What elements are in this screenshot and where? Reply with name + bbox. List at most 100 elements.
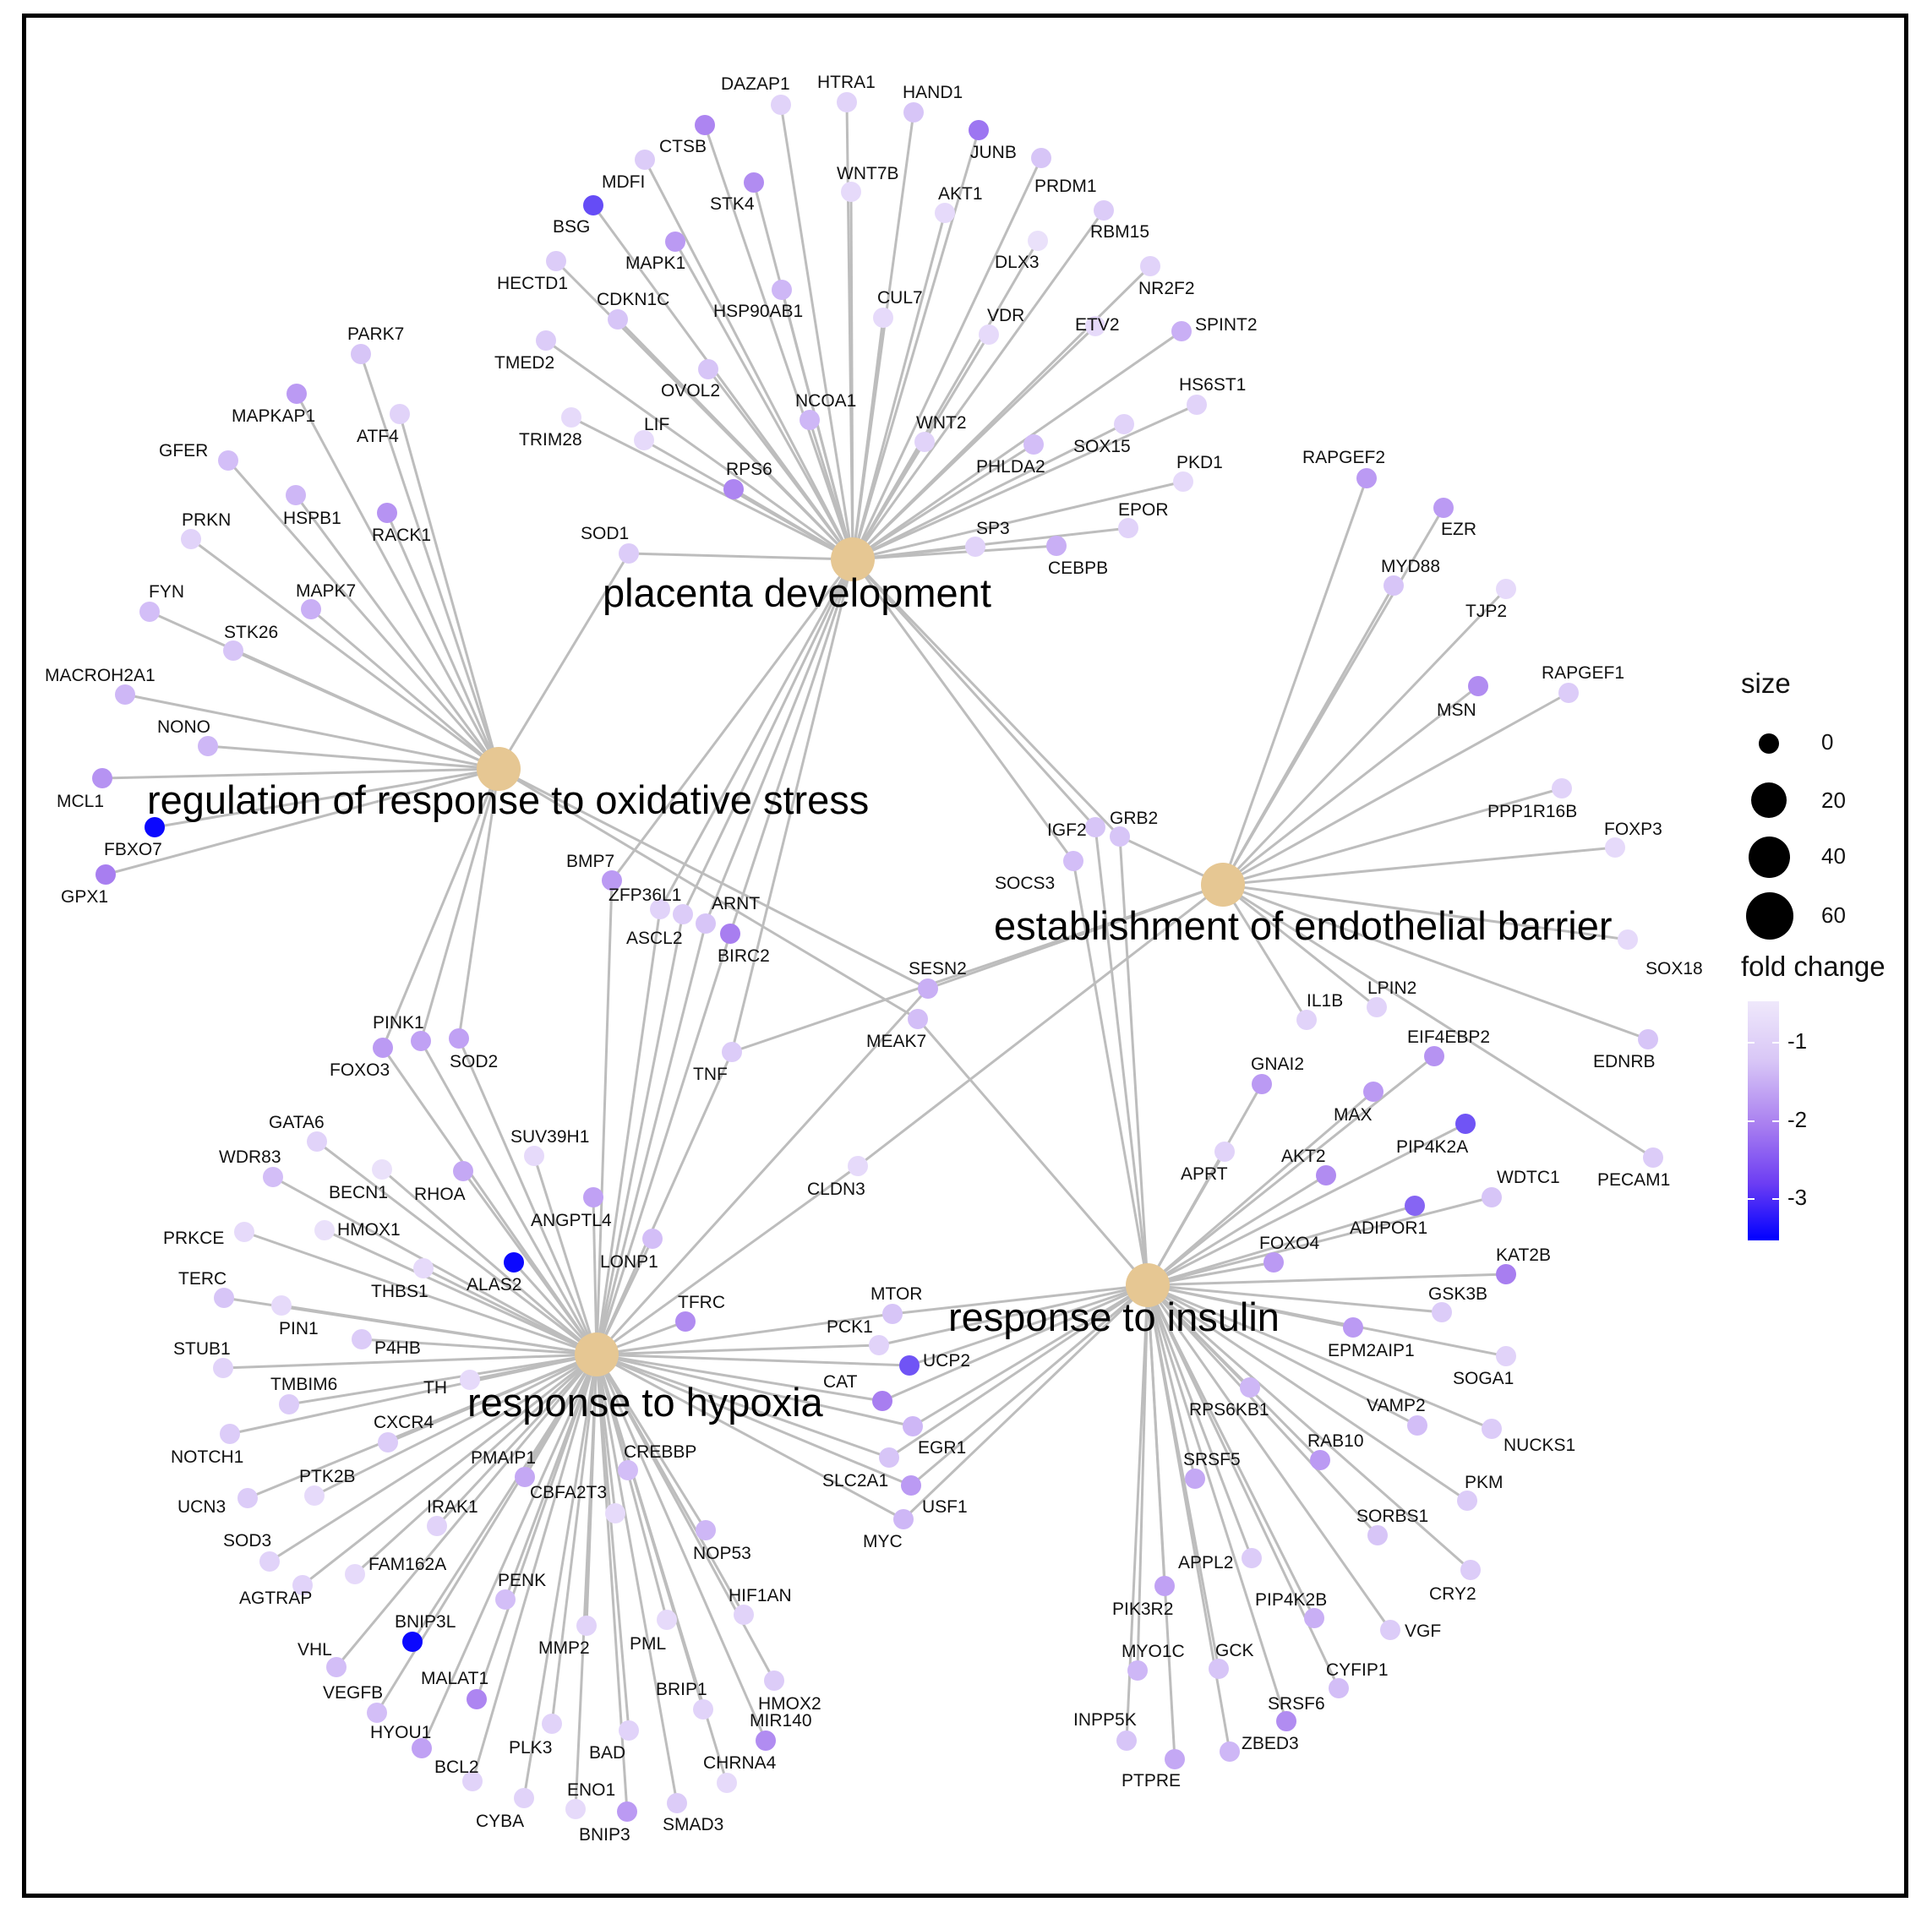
gene-node-chrna4 — [717, 1773, 737, 1793]
gene-node-grb2 — [1110, 826, 1130, 847]
gene-node-msn — [1468, 676, 1488, 696]
edge-suv39h1-rh — [532, 1155, 598, 1355]
gene-node-atf4 — [390, 404, 410, 424]
edge-cat-rh — [596, 1353, 883, 1403]
edge-fbxo7-ros — [154, 767, 499, 829]
edge-nono-ros — [207, 744, 499, 771]
gene-label-wdr83: WDR83 — [219, 1147, 281, 1167]
edge-pkd1-pd — [852, 480, 1184, 561]
edge-mapkap1-ros — [295, 393, 500, 770]
edge-foxo3-rh — [381, 1047, 598, 1355]
edge-ednrb-eeb — [1222, 883, 1649, 1041]
edge-trim28-pd — [570, 416, 854, 561]
gene-label-ppp1r16b: PPP1R16B — [1487, 802, 1577, 821]
size-legend-dot — [1759, 733, 1779, 754]
gene-label-pecam1: PECAM1 — [1597, 1170, 1670, 1190]
gene-node-park7 — [351, 344, 371, 364]
gene-label-mcl1: MCL1 — [57, 792, 104, 811]
gene-label-ascl2: ASCL2 — [626, 929, 683, 948]
gene-node-kat2b — [1496, 1264, 1516, 1284]
edge-birc2-pd — [729, 559, 854, 935]
gene-label-notch1: NOTCH1 — [171, 1447, 243, 1467]
gene-node-srsf5 — [1185, 1469, 1205, 1489]
edge-sod1-ros — [497, 553, 630, 770]
gene-node-vamp2 — [1407, 1415, 1427, 1436]
edge-wdtc1-ri — [1147, 1196, 1493, 1287]
edge-etv2-pd — [851, 324, 1097, 561]
gene-label-th: TH — [423, 1378, 447, 1398]
colorbar-tick — [1772, 1042, 1779, 1044]
size-legend-entry: 0 — [1741, 725, 1910, 779]
gene-node-cul7 — [873, 308, 893, 328]
gene-node-pik3r2 — [1154, 1576, 1175, 1596]
size-legend-dot — [1751, 782, 1787, 818]
gene-node-trim28 — [561, 407, 581, 428]
gene-node-myd88 — [1384, 575, 1404, 596]
edge-rab10-ri — [1146, 1284, 1322, 1462]
gene-label-usf1: USF1 — [922, 1497, 968, 1517]
gene-label-sp3: SP3 — [976, 519, 1010, 538]
size-legend-title: size — [1741, 668, 1791, 699]
gene-node-wnt7b — [841, 182, 861, 202]
gene-label-rhoa: RHOA — [414, 1185, 466, 1204]
gene-label-bmp7: BMP7 — [566, 852, 614, 871]
edge-socs3-pd — [851, 559, 1075, 862]
edge-bsg-pd — [592, 204, 854, 560]
size-legend-value: 60 — [1821, 902, 1846, 928]
gene-node-dlx3 — [1028, 231, 1048, 251]
legend: size 0 20 40 60 fold change -1 -2 -3 — [1741, 668, 1910, 1240]
gene-node-ednrb — [1638, 1029, 1658, 1049]
gene-node-irak1 — [427, 1516, 447, 1536]
gene-node-pink1 — [411, 1031, 431, 1051]
gene-label-cat: CAT — [823, 1372, 858, 1392]
gene-label-eno1: ENO1 — [567, 1780, 615, 1800]
gene-node-hs6st1 — [1187, 395, 1207, 415]
gene-label-tfrc: TFRC — [678, 1293, 725, 1312]
edge-cul7-pd — [851, 317, 885, 560]
gene-node-pecam1 — [1643, 1147, 1663, 1168]
edge-prdm1-pd — [851, 157, 1043, 560]
gene-node-tnf — [722, 1042, 742, 1062]
size-legend-entry: 20 — [1741, 779, 1910, 833]
gene-label-hif1an: HIF1AN — [729, 1586, 792, 1605]
edge-myc-ri — [902, 1284, 1149, 1521]
gene-label-vhl: VHL — [297, 1640, 332, 1660]
hub-node-eeb — [1201, 863, 1245, 907]
gene-node-aprt — [1214, 1142, 1235, 1162]
gene-node-nucks1 — [1482, 1419, 1502, 1439]
gene-label-phlda2: PHLDA2 — [976, 457, 1045, 477]
gene-label-stub1: STUB1 — [173, 1339, 231, 1359]
edge-eif4ebp2-ri — [1147, 1055, 1435, 1287]
gene-node-lonp1 — [642, 1229, 663, 1249]
gene-label-sod2: SOD2 — [450, 1052, 498, 1071]
gene-node-sp3 — [965, 537, 985, 557]
gene-label-hectd1: HECTD1 — [497, 274, 568, 293]
edge-slc2a1-rh — [596, 1353, 890, 1459]
gene-label-srsf5: SRSF5 — [1183, 1450, 1241, 1469]
colorbar-tick — [1772, 1120, 1779, 1122]
gene-node-vhl — [326, 1657, 347, 1677]
edge-cyfip1-ri — [1146, 1284, 1340, 1689]
gene-label-eif4ebp2: EIF4EBP2 — [1407, 1027, 1490, 1047]
edge-mir140-rh — [595, 1354, 767, 1741]
edge-sesn2-rh — [595, 987, 930, 1356]
gene-node-spint2 — [1171, 321, 1192, 341]
colorbar-tick-label: -3 — [1787, 1185, 1808, 1210]
gene-node-hmox1 — [314, 1220, 335, 1240]
edge-ascl2-rh — [595, 913, 685, 1355]
gene-label-crebbp: CREBBP — [624, 1442, 696, 1462]
edge-sox18-eeb — [1222, 883, 1629, 941]
gene-node-cyba — [514, 1788, 534, 1808]
edge-dazap1-pd — [779, 104, 854, 560]
hub-node-rh — [575, 1333, 619, 1376]
gene-label-atf4: ATF4 — [357, 427, 399, 446]
gene-node-hspb1 — [286, 485, 306, 505]
edge-gfer-ros — [226, 460, 500, 770]
colorbar-tick — [1748, 1120, 1755, 1122]
edge-stub1-rh — [222, 1353, 598, 1370]
gene-node-smad3 — [667, 1793, 687, 1813]
hub-nodes — [477, 537, 1245, 1376]
gene-label-il1b: IL1B — [1307, 991, 1343, 1011]
gene-node-rab10 — [1310, 1450, 1330, 1470]
